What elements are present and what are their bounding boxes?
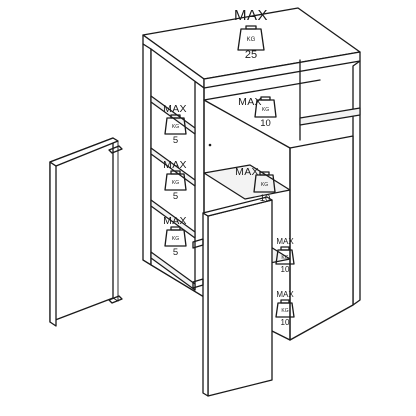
load-label-middle-shelf: MAX KG 10 [235,166,276,204]
max-text-middle-shelf: MAX [235,166,259,178]
kg-text-left-middle: KG [172,180,179,186]
cabinet-body [142,7,361,341]
load-value-right-upper: 10 [281,265,290,274]
max-text-left-middle: MAX [163,159,187,171]
right-door-panel [192,196,273,397]
load-value-middle-shelf: 10 [260,193,271,204]
max-text-right-upper: MAX [276,237,294,246]
kg-text-right-upper: KG [281,255,288,261]
load-value-upper-middle: 10 [260,118,271,129]
kg-text-right-lower: KG [281,308,288,314]
load-label-top: MAX KG 25 [234,7,268,61]
load-label-right-lower: MAX KG 10 [275,290,295,327]
max-text-right-lower: MAX [276,290,294,299]
load-value-left-middle: 5 [173,191,178,202]
kg-text-middle-shelf: KG [261,182,268,188]
load-label-right-upper: MAX KG 10 [275,237,295,274]
load-label-left-upper: MAX KG 5 [163,103,187,146]
kg-text-upper-middle: KG [262,107,269,113]
kg-text-left-upper: KG [172,124,179,130]
load-label-upper-middle: MAX KG 10 [238,96,277,129]
max-text-left-lower: MAX [163,215,187,227]
max-text-left-upper: MAX [163,103,187,115]
max-text-upper-middle: MAX [238,96,262,108]
load-label-left-middle: MAX KG 5 [163,159,187,202]
load-value-left-upper: 5 [173,135,178,146]
load-label-left-lower: MAX KG 5 [163,215,187,258]
load-value-left-lower: 5 [173,247,178,258]
left-door-panel [49,137,123,327]
load-value-top: 25 [245,49,257,61]
load-value-right-lower: 10 [281,318,290,327]
kg-text-left-lower: KG [172,236,179,242]
max-text-top: MAX [234,7,268,24]
kg-text-top: KG [247,37,256,43]
